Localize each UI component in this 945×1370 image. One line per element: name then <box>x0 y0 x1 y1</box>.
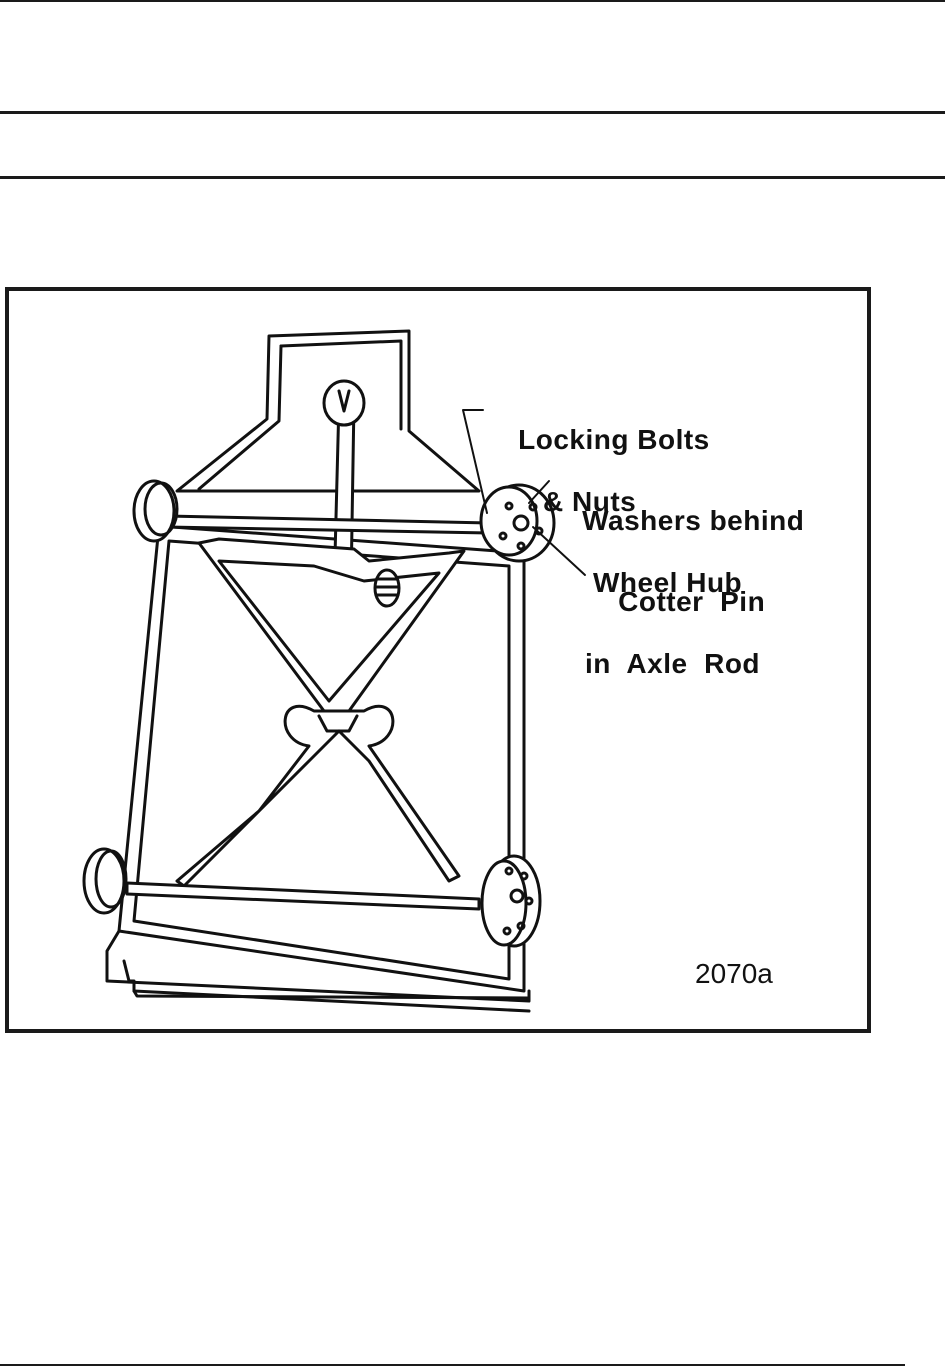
scale-underside-illustration <box>82 329 586 1013</box>
callout-cotter-pin-line1: Cotter Pin <box>618 586 766 617</box>
top-rule <box>0 0 945 2</box>
callout-locking-bolts-line1: Locking Bolts <box>518 424 710 455</box>
callout-locking-bolts-line2: & Nuts <box>543 486 637 517</box>
spring-bolt <box>373 568 401 608</box>
wheel-front-right <box>479 483 556 563</box>
callout-cotter-pin: Cotter Pin in Axle Rod <box>585 555 765 741</box>
callout-washers: Washers behind Wheel Hub <box>549 474 804 660</box>
callout-leader-lines <box>462 409 586 576</box>
figure-number: 2070a <box>695 958 773 989</box>
rear-axle-rod <box>125 881 481 911</box>
callout-washers-line2: Wheel Hub <box>593 567 743 598</box>
wheel-rear-left <box>82 847 128 915</box>
callout-locking-bolts: Locking Bolts & Nuts <box>485 393 710 579</box>
callout-cotter-pin-line2: in Axle Rod <box>585 648 761 679</box>
callout-washers-line1: Washers behind <box>582 505 805 536</box>
figure-frame: Locking Bolts & Nuts Washers behind Whee… <box>5 287 871 1033</box>
base-platform-frame <box>105 524 531 1013</box>
header-rule-lower <box>0 176 945 179</box>
wheel-rear-right <box>480 854 542 948</box>
footer-rule <box>0 1364 905 1366</box>
header-rule-upper <box>0 111 945 114</box>
wheel-front-left <box>132 479 179 543</box>
